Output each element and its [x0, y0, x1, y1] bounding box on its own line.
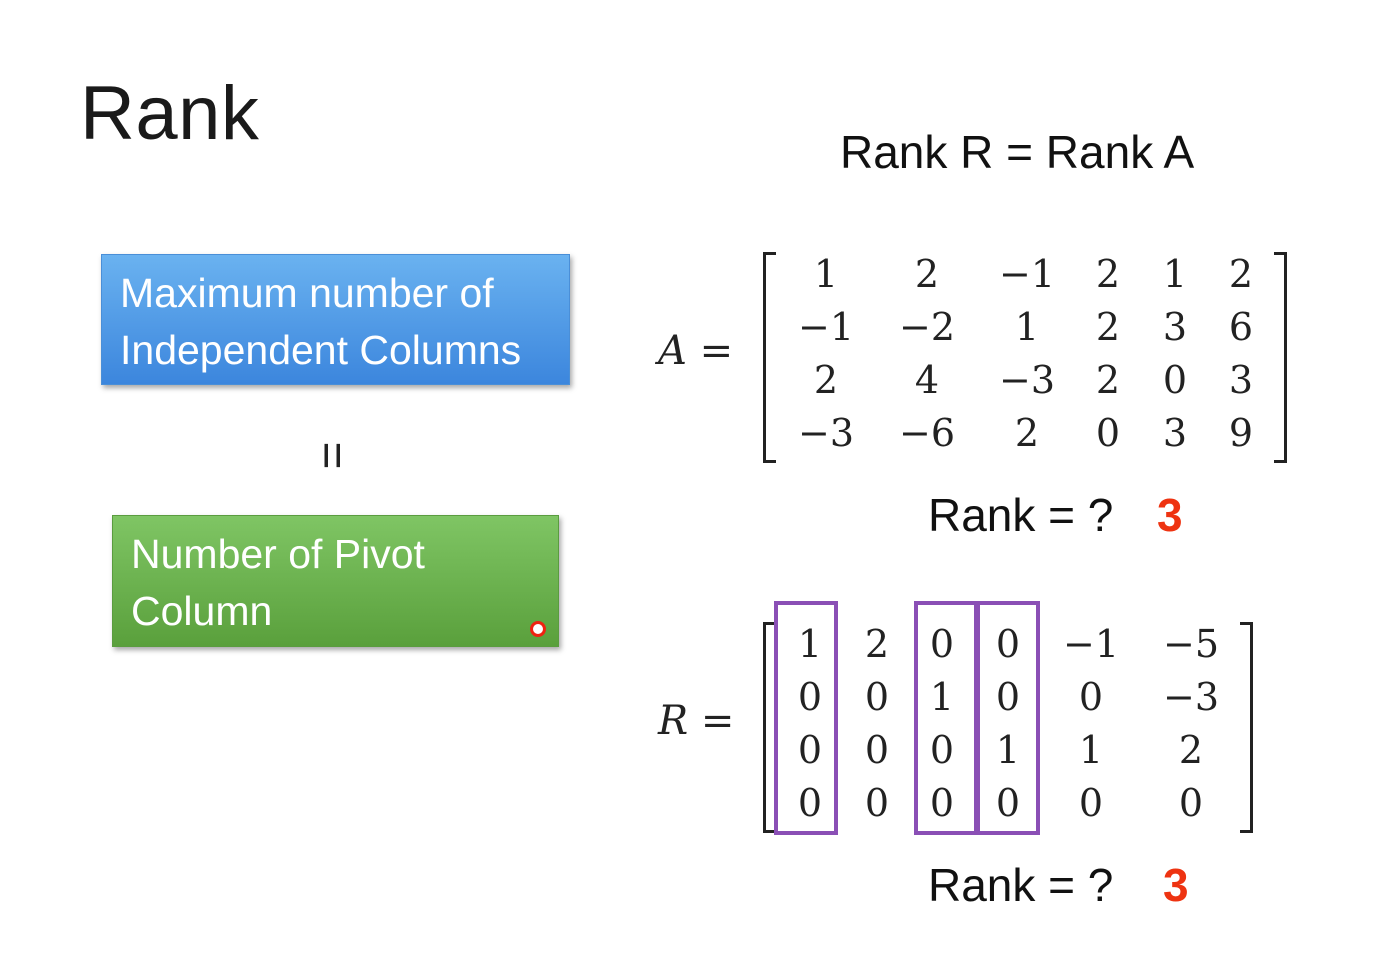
matrix-a-cell: 2	[1014, 411, 1040, 455]
matrix-r-cell: 1	[929, 675, 955, 719]
matrix-r-cell: 0	[797, 728, 823, 772]
matrix-r-cell: 2	[1178, 728, 1204, 772]
matrix-a-cell: 2	[1095, 305, 1121, 349]
matrix-a-cell: −1	[998, 252, 1056, 296]
matrix-a-left-bracket	[763, 252, 776, 463]
matrix-r-rank-question: Rank = ?	[928, 859, 1114, 911]
matrix-r-cell: 0	[864, 728, 890, 772]
matrix-a-cell: −6	[898, 411, 956, 455]
matrix-a-cell: 2	[1095, 358, 1121, 402]
matrix-a-cell: −1	[797, 305, 855, 349]
max-independent-columns-box: Maximum number of Independent Columns	[101, 254, 570, 385]
matrix-a-cell: 0	[1162, 358, 1188, 402]
matrix-a-cell: 2	[914, 252, 940, 296]
matrix-a-cell: 1	[1162, 252, 1188, 296]
matrix-r-right-bracket	[1240, 622, 1253, 833]
matrix-r-cell: 0	[797, 781, 823, 825]
matrix-a-cell: 3	[1162, 305, 1188, 349]
matrix-r-cell: 0	[1178, 781, 1204, 825]
matrix-a-right-bracket	[1274, 252, 1287, 463]
matrix-a-cell: 3	[1228, 358, 1254, 402]
matrix-r-cell: 0	[797, 675, 823, 719]
matrix-a-cell: −3	[998, 358, 1056, 402]
matrix-a-cell: −2	[898, 305, 956, 349]
matrix-a-cell: 0	[1095, 411, 1121, 455]
matrix-r-cell: 0	[1078, 675, 1104, 719]
blue-box-line-2: Independent Columns	[120, 327, 522, 373]
matrix-r-cell: 0	[995, 622, 1021, 666]
matrix-r-cell: 2	[864, 622, 890, 666]
matrix-r-cell: 1	[1078, 728, 1104, 772]
matrix-a-cell: 3	[1162, 411, 1188, 455]
matrix-r-cell: 0	[995, 781, 1021, 825]
pivot-column-highlight-4	[976, 601, 1040, 835]
matrix-r-cell: 0	[864, 781, 890, 825]
matrix-a-rank-answer: 3	[1157, 489, 1183, 541]
green-box-line-1: Number of Pivot	[131, 531, 425, 577]
pivot-column-count-box: Number of Pivot Column	[112, 515, 559, 647]
matrix-a-cell: 9	[1228, 411, 1254, 455]
matrix-r-cell: 0	[864, 675, 890, 719]
matrix-a-cell: 4	[914, 358, 940, 402]
matrix-r-cell: 1	[995, 728, 1021, 772]
matrix-r-cell: 0	[929, 622, 955, 666]
matrix-r-label: R =	[658, 698, 735, 744]
matrix-r-cell: 1	[797, 622, 823, 666]
blue-box-line-1: Maximum number of	[120, 270, 494, 316]
matrix-a-cell: 2	[1228, 252, 1254, 296]
matrix-r-left-bracket	[763, 622, 776, 833]
laser-pointer-icon	[530, 621, 546, 637]
pivot-column-highlight-1	[774, 601, 838, 835]
matrix-a-label: A =	[658, 328, 734, 374]
matrix-a-cell: 1	[813, 252, 839, 296]
matrix-r-cell: 0	[929, 781, 955, 825]
slide-title: Rank	[80, 71, 260, 156]
matrix-a-cell: 1	[1014, 305, 1040, 349]
matrix-r-cell: −5	[1162, 622, 1220, 666]
green-box-line-2: Column	[131, 588, 273, 634]
matrix-a-cell: 2	[1095, 252, 1121, 296]
rank-equality-heading: Rank R = Rank A	[840, 126, 1195, 178]
matrix-a-cell: 2	[813, 358, 839, 402]
matrix-r-cell: 0	[929, 728, 955, 772]
matrix-r-cell: −3	[1162, 675, 1220, 719]
equals-symbol: =	[305, 441, 359, 470]
matrix-r-cell: 0	[995, 675, 1021, 719]
matrix-a-cell: −3	[797, 411, 855, 455]
matrix-a-rank-question: Rank = ?	[928, 489, 1114, 541]
matrix-r-cell: 0	[1078, 781, 1104, 825]
matrix-r-rank-answer: 3	[1163, 859, 1189, 911]
matrix-a-cell: 6	[1228, 305, 1254, 349]
pivot-column-highlight-3	[914, 601, 978, 835]
matrix-r-cell: −1	[1062, 622, 1120, 666]
